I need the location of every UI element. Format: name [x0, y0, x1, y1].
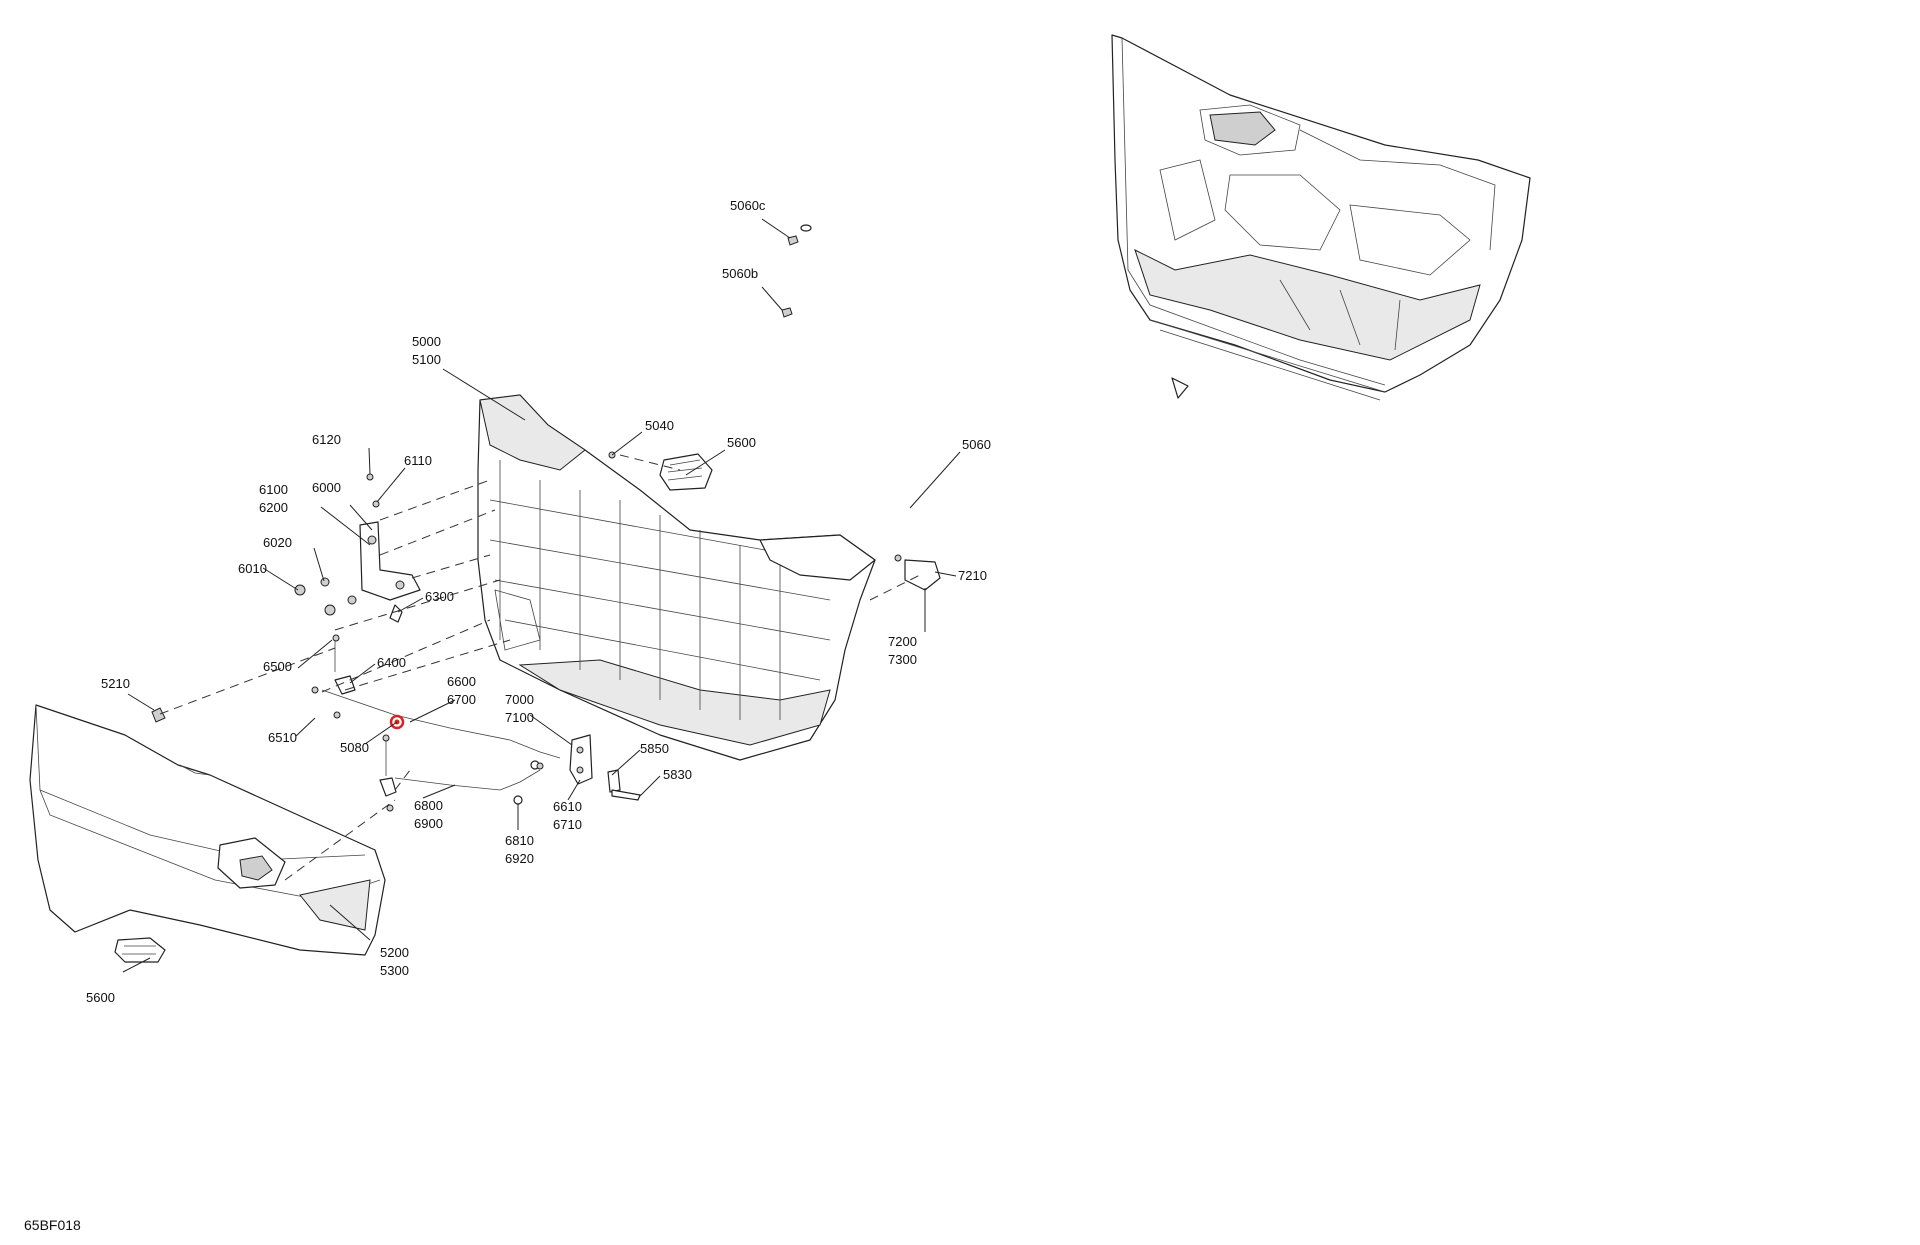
callout-5850: 5850 [640, 741, 669, 756]
handle-5600-lower [114, 937, 166, 963]
outer-door-skin-5200 [29, 704, 386, 956]
callout-6000: 6000 [312, 480, 341, 495]
door-seal-5060 [800, 224, 1189, 580]
callout-6510: 6510 [268, 730, 297, 745]
hardware-fasteners [151, 451, 941, 812]
callout-6020: 6020 [263, 535, 292, 550]
seal-clips [781, 235, 799, 318]
diagram-id: 65BF018 [24, 1217, 81, 1233]
callout-5060c: 5060c [730, 198, 766, 213]
callout-6500: 6500 [263, 659, 292, 674]
callout-5080: 5080 [340, 740, 369, 755]
handle-5600-upper [659, 453, 713, 491]
callout-5040: 5040 [645, 418, 674, 433]
callout-5600-lower: 5600 [86, 990, 115, 1005]
latch-rods [321, 689, 561, 805]
callout-7210: 7210 [958, 568, 987, 583]
callout-5210: 5210 [101, 676, 130, 691]
latch-7000 [536, 734, 641, 801]
callout-5830: 5830 [663, 767, 692, 782]
callout-6010: 6010 [238, 561, 267, 576]
callout-5600-upper: 5600 [727, 435, 756, 450]
callout-6110: 6110 [404, 453, 432, 468]
callout-5060b: 5060b [722, 266, 758, 281]
callout-6120: 6120 [312, 432, 341, 447]
highlighted-part-marker [389, 714, 405, 730]
callout-6400: 6400 [377, 655, 406, 670]
inner-door-panel [1111, 34, 1531, 401]
leader-lines [122, 218, 961, 973]
callout-6300: 6300 [425, 589, 454, 604]
door-inner-frame-5000 [477, 394, 876, 761]
callout-5060: 5060 [962, 437, 991, 452]
hinge-6000 [359, 521, 421, 601]
assembly-lines [159, 454, 921, 881]
